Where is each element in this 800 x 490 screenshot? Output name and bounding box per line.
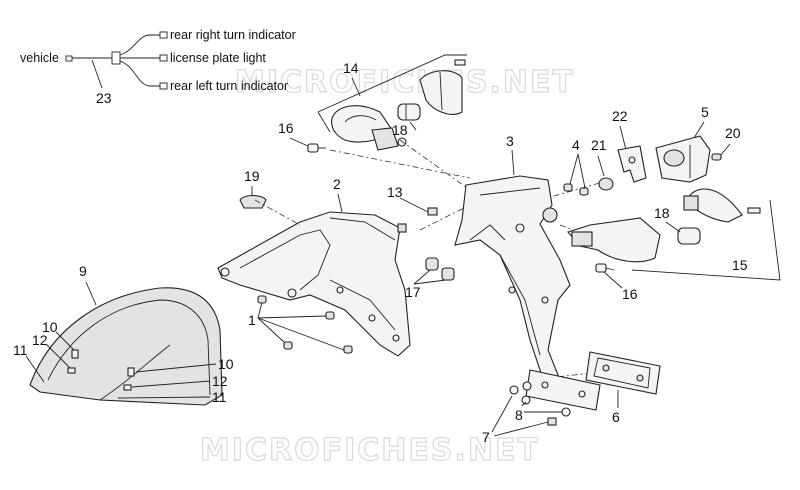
connector-icon: [159, 31, 168, 39]
screw-icon: [579, 187, 589, 196]
watermark-bottom: MICROFICHES.NET: [200, 433, 540, 468]
callout-12-right: 12: [212, 373, 228, 389]
wiring-harness: vehicle rear right turn indicator licens…: [20, 28, 296, 106]
support-bracket-2: 2: [217, 176, 411, 357]
wiring-source-label: vehicle: [20, 51, 59, 65]
screws-1: 1: [248, 295, 353, 354]
callout-3: 3: [506, 133, 514, 149]
callout-5: 5: [701, 104, 709, 120]
junction-icon: [111, 51, 121, 65]
callout-2: 2: [333, 176, 341, 192]
rear-mudguard-9: 9: [29, 263, 223, 406]
callout-7: 7: [482, 429, 490, 445]
screw-icon: [283, 341, 293, 350]
callout-1: 1: [248, 312, 256, 328]
callout-10-left: 10: [42, 319, 58, 335]
screw-icon: [747, 207, 761, 214]
callout-16-bottom: 16: [622, 286, 638, 302]
callout-4: 4: [572, 137, 580, 153]
wiring-output-2: license plate light: [170, 51, 266, 65]
fasteners-7-8: 8 7: [482, 381, 571, 445]
license-plate-light-6: 6: [525, 351, 661, 425]
license-plate-holder-3: 3: [454, 133, 571, 386]
callout-20: 20: [725, 125, 741, 141]
callout-13: 13: [387, 184, 403, 200]
callout-10-right: 10: [218, 356, 234, 372]
wiring-output-3: rear left turn indicator: [170, 79, 288, 93]
screw-icon: [325, 311, 335, 320]
callout-18-right: 18: [654, 205, 670, 221]
spacers-17: 17: [405, 257, 455, 300]
watermark-top: MICROFICHES.NET: [235, 65, 575, 100]
bracket-22: 22: [612, 108, 647, 183]
screw-icon: [595, 263, 607, 273]
callout-19: 19: [244, 168, 260, 184]
wiring-output-1: rear right turn indicator: [170, 28, 296, 42]
left-turn-indicator-assembly: 14 18: [317, 54, 467, 151]
screw-icon: [343, 345, 353, 354]
callout-14: 14: [343, 60, 359, 76]
callout-22: 22: [612, 108, 628, 124]
spacer-21: 21: [591, 137, 614, 191]
clip-13: 13: [387, 184, 438, 216]
callout-9: 9: [79, 263, 87, 279]
screw-16-top: 16: [278, 120, 326, 153]
screw-icon: [563, 183, 573, 192]
bulb-icon: [397, 103, 421, 121]
callout-8: 8: [515, 407, 523, 423]
screw-icon: [454, 59, 466, 66]
clip-icon: [427, 207, 438, 216]
callout-6: 6: [612, 409, 620, 425]
callout-17: 17: [405, 284, 421, 300]
connector-icon: [159, 82, 168, 90]
mudguard-callouts: 10 12 11 10 12 11: [13, 319, 234, 405]
right-turn-indicator-assembly: 18 15: [567, 188, 781, 281]
rubber-grommet-19: 19: [239, 168, 267, 209]
callout-11-left: 11: [13, 342, 28, 358]
screw-icon: [711, 153, 722, 161]
tail-light-5: 5: [655, 104, 711, 183]
bulb-icon: [677, 227, 701, 245]
callout-11-right: 11: [212, 389, 227, 405]
screw-16-bottom: 16: [595, 263, 638, 302]
callout-16-top: 16: [278, 120, 294, 136]
callout-21: 21: [591, 137, 607, 153]
screws-4: 4: [563, 137, 589, 196]
screw-icon: [307, 143, 319, 153]
callout-12-left: 12: [32, 332, 48, 348]
connector-icon: [159, 54, 168, 62]
callout-15: 15: [732, 257, 748, 273]
callout-18-left: 18: [392, 122, 408, 138]
screw-icon: [257, 295, 267, 304]
callout-23: 23: [96, 90, 112, 106]
screw-20: 20: [711, 125, 741, 161]
connector-icon: [65, 55, 73, 62]
